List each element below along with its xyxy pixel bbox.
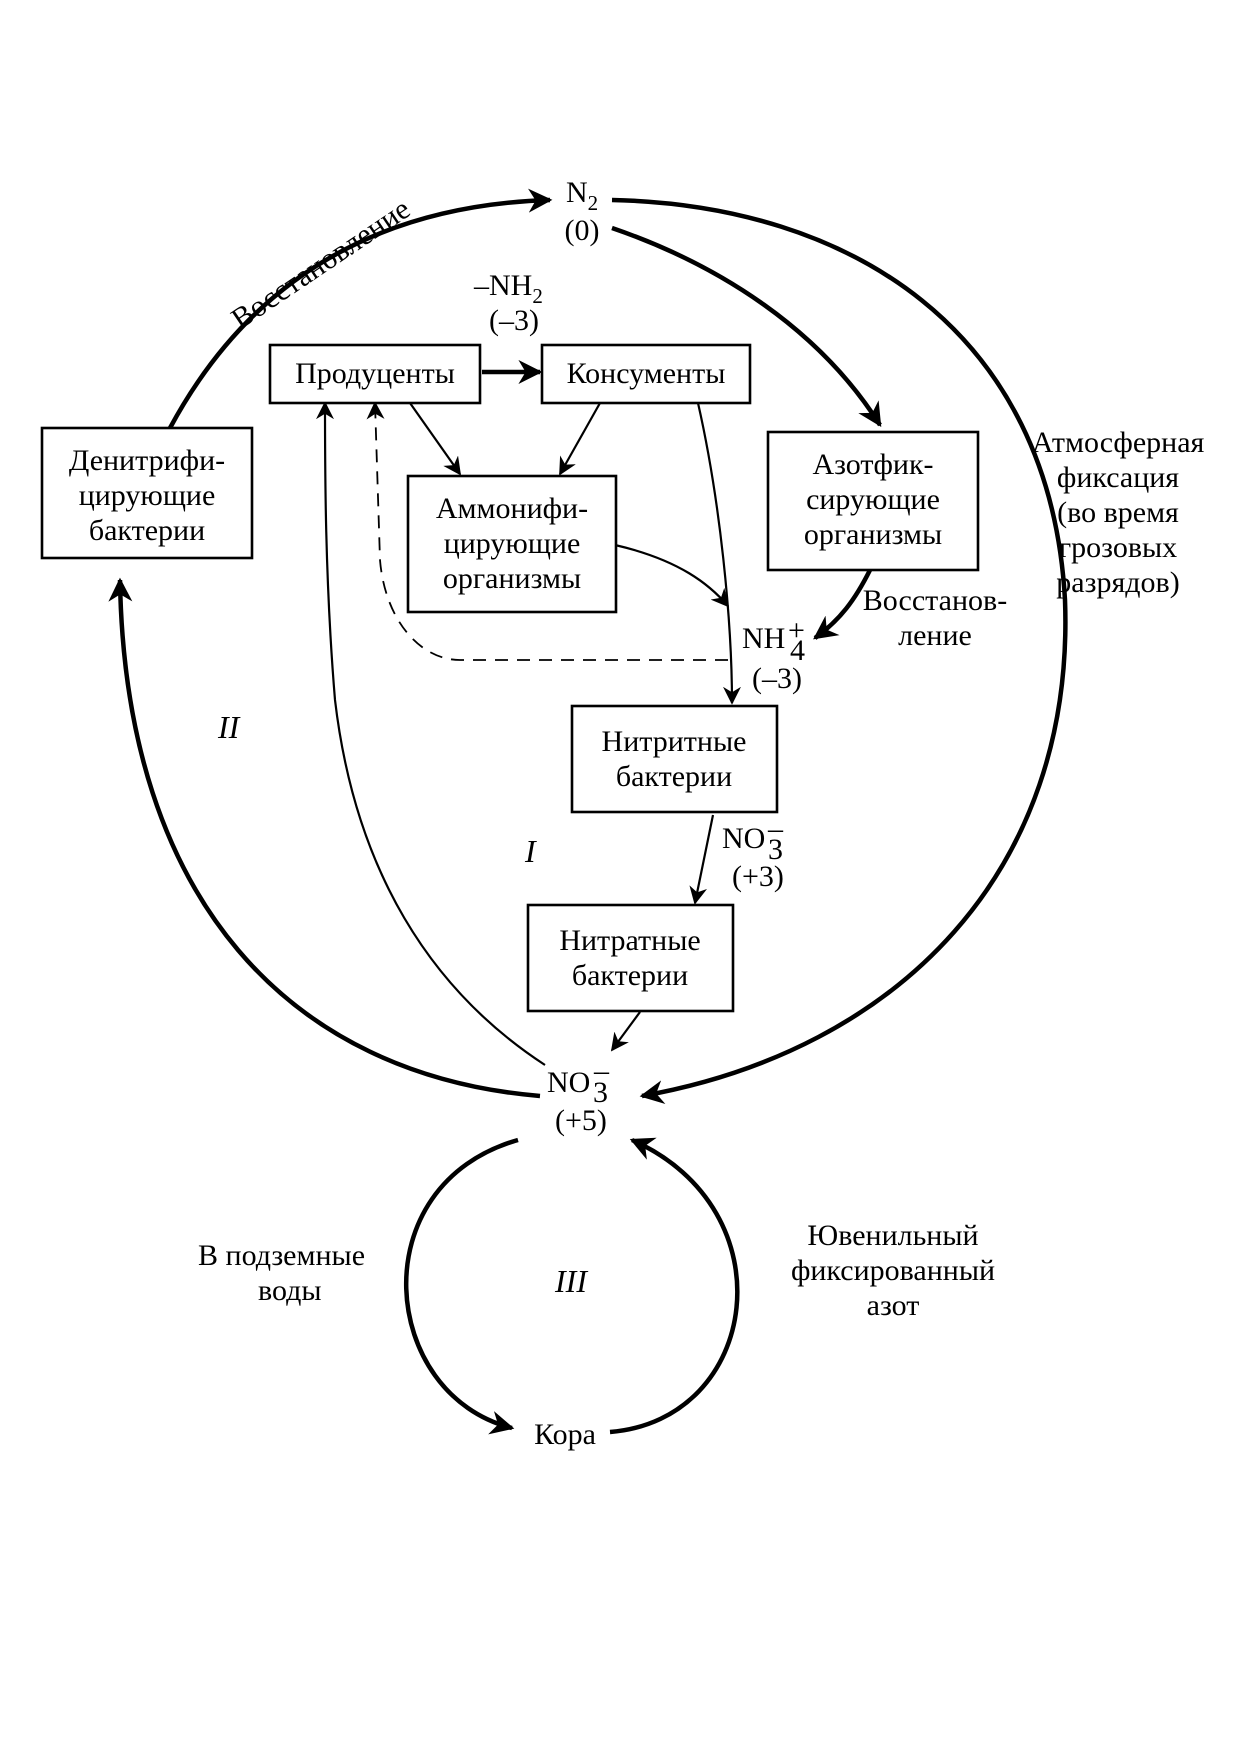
n2-formula: N (566, 176, 588, 209)
atmospheric-line4: грозовых (1059, 531, 1177, 564)
nitrate-to-producers-arrow (316, 401, 546, 1066)
groundwater-line2: воды (258, 1274, 322, 1307)
nitrite-bacteria-box: Нитритные бактерии (570, 704, 779, 814)
nitrogen-fixing-organisms-box: Азотфик- сирующие организмы (766, 430, 980, 572)
reduction-top-label: Восстановление (225, 192, 416, 336)
cycle-i-label: I (524, 833, 537, 869)
juvenile-line1: Ювенильный (807, 1219, 978, 1252)
nitrate-node: NO – 3 (+5) (547, 1054, 610, 1137)
fixers-to-ammonium-arrow (813, 568, 873, 640)
n2-to-nitrogen-fixers-arrow (611, 225, 882, 428)
n2-oxidation-state: (0) (565, 214, 600, 247)
nh4-superscript: + (788, 614, 805, 647)
nitrate-subscript: 3 (593, 1076, 608, 1109)
cycle-iii-label: III (554, 1263, 588, 1299)
svg-text:–NH2: –NH2 (473, 269, 543, 308)
producers-label: Продуценты (295, 357, 455, 390)
consumers-label: Консументы (567, 357, 726, 390)
denitrification-arc (108, 577, 541, 1099)
consumers-to-ammonifiers-arrow (559, 402, 601, 476)
atmospheric-line1: Атмосферная (1032, 426, 1205, 459)
nitrate-bacteria-label-line2: бактерии (572, 959, 688, 992)
nitrate-formula: NO (547, 1066, 590, 1099)
groundwater-label: В подземные воды (198, 1239, 365, 1307)
crust-label: Кора (534, 1418, 596, 1451)
nh2-oxidation-state: (–3) (489, 304, 539, 337)
nitrate-bacteria-to-nitrate-arrow (610, 1011, 641, 1052)
ammonifying-label-line2: цирующие (444, 527, 581, 560)
reduction-side-label: Восстанов- ление (863, 584, 1007, 652)
n2-subscript: 2 (588, 191, 599, 215)
ammonifying-organisms-box: Аммонифи- цирующие организмы (406, 474, 618, 614)
nh2-node: –NH2 (–3) (473, 269, 543, 337)
nh4-subscript: 4 (790, 634, 805, 667)
nh4-formula: NH (742, 622, 785, 655)
juvenile-nitrogen-label: Ювенильный фиксированный азот (791, 1219, 995, 1322)
atmospheric-fixation-arc (611, 197, 1068, 1105)
ammonifying-label-line3: организмы (443, 562, 581, 595)
reduction-arc (168, 188, 553, 430)
denitrifying-bacteria-box: Денитрифи- цирующие бактерии (40, 426, 254, 560)
nh4-node: NH + 4 (–3) (742, 614, 805, 695)
svg-text:N2: N2 (566, 176, 598, 215)
atmospheric-line2: фиксация (1057, 461, 1179, 494)
nitrate-superscript: – (593, 1054, 610, 1087)
atmospheric-line5: разрядов) (1056, 566, 1179, 599)
producers-to-ammonifiers-arrow (409, 402, 462, 476)
to-groundwater-arc (403, 1137, 519, 1435)
nitrite-bacteria-label-line1: Нитритные (602, 725, 747, 758)
n2-node: N2 (0) (565, 176, 600, 247)
nitrite-superscript: – (767, 812, 784, 845)
producers-box: Продуценты (268, 343, 482, 405)
ammonifiers-to-ammonium-arrow (614, 543, 730, 608)
nitrate-bacteria-box: Нитратные бактерии (526, 903, 735, 1013)
nh4-oxidation-state: (–3) (752, 662, 802, 695)
juvenile-line3: азот (867, 1289, 920, 1322)
nitrogen-fixing-label-line2: сирующие (806, 483, 940, 516)
consumers-to-nitrite-bacteria-arrow (696, 402, 741, 705)
juvenile-nitrogen-arc (609, 1137, 740, 1435)
reduction-side-line2: ление (898, 619, 972, 652)
ammonifying-label-line1: Аммонифи- (436, 492, 588, 525)
juvenile-line2: фиксированный (791, 1254, 995, 1287)
nitrite-node: NO – 3 (+3) (722, 812, 784, 893)
nitrite-oxidation-state: (+3) (732, 860, 784, 893)
nh2-subscript: 2 (532, 284, 543, 308)
nitrate-bacteria-label-line1: Нитратные (559, 924, 700, 957)
denitrifying-label-line3: бактерии (89, 514, 205, 547)
nitrite-subscript: 3 (768, 833, 783, 866)
consumers-box: Консументы (540, 343, 752, 405)
nitrogen-fixing-label-line3: организмы (804, 518, 942, 551)
nitrogen-fixing-label-line1: Азотфик- (812, 448, 933, 481)
nh2-formula: –NH (473, 269, 532, 302)
nitrite-formula: NO (722, 822, 765, 855)
denitrifying-label-line2: цирующие (79, 479, 216, 512)
ammonium-to-producers-dashed (366, 401, 728, 661)
nitrite-to-nitrate-bacteria-arrow (689, 814, 715, 905)
groundwater-line1: В подземные (198, 1239, 365, 1272)
reduction-side-line1: Восстанов- (863, 584, 1007, 617)
atmospheric-line3: (во время (1057, 496, 1179, 529)
cycle-ii-label: II (217, 709, 241, 745)
atmospheric-fixation-label: Атмосферная фиксация (во время грозовых … (1032, 426, 1205, 599)
nitrate-oxidation-state: (+5) (555, 1104, 607, 1137)
denitrifying-label-line1: Денитрифи- (69, 444, 225, 477)
nitrite-bacteria-label-line2: бактерии (616, 760, 732, 793)
